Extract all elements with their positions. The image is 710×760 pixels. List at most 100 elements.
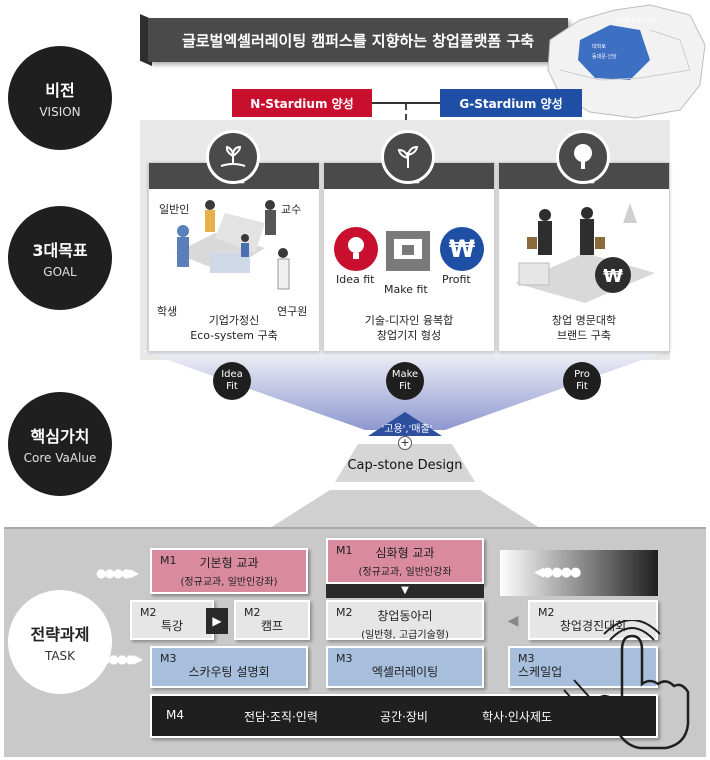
task-m3-scaleup: M3 스케일업 bbox=[508, 646, 658, 688]
task-m1-advanced: M1 심화형 교과 (정규교과, 일반인강좌 bbox=[326, 538, 484, 584]
task-m1-basic-code: M1 bbox=[160, 554, 177, 567]
task-m2-club-sub: (일반형, 고급기술형) bbox=[361, 630, 449, 641]
goal-desc-pium-l2: 브랜드 구축 bbox=[556, 329, 612, 342]
fit-pro-l1: Pro bbox=[574, 369, 590, 380]
task-m1-advanced-sub: (정규교과, 일반인강좌 bbox=[358, 567, 452, 578]
task-m1-basic-title: 기본형 교과 bbox=[199, 556, 259, 570]
task-m1-basic: M1 기본형 교과 (정규교과, 일반인강좌) bbox=[150, 548, 308, 594]
g-stadium-label: G-Stardium 양성 bbox=[459, 96, 563, 111]
goal-column-kium: 키움 ₩ Idea fit Make fit Profit 기술-디자인 융복합… bbox=[323, 162, 495, 352]
task-m2-contest-code: M2 bbox=[538, 606, 555, 619]
task-ko: 전략과제 bbox=[30, 625, 90, 644]
vision-banner: 글로벌엑셀러레이팅 캠퍼스를 지향하는 창업플랫폼 구축 bbox=[148, 18, 568, 62]
gradient-arrow-right: ◀●●●● bbox=[500, 550, 658, 596]
goal-desc-tium-l1: 기업가정신 bbox=[208, 314, 260, 327]
stadium-dashed-line bbox=[405, 104, 407, 130]
plant-icon bbox=[381, 130, 435, 184]
map-label-b: 대학로 bbox=[592, 43, 606, 50]
n-stadium-label: N-Stardium 양성 bbox=[250, 96, 354, 111]
fit-pro-l2: Fit bbox=[576, 381, 588, 392]
task-m2-camp: M2 캠프 bbox=[234, 600, 310, 640]
core-tag: '고용','매출' bbox=[381, 424, 433, 435]
stadium-connector bbox=[372, 102, 440, 104]
goal-desc-pium: 창업 명문대학 브랜드 구축 bbox=[499, 313, 669, 343]
fit-circle-idea: Idea Fit bbox=[213, 362, 251, 400]
task-m4-item-2: 공간·장비 bbox=[380, 710, 428, 724]
won-coin: ₩ bbox=[603, 266, 623, 287]
dots-arrow-left-1: ●●●●▶ bbox=[96, 566, 139, 580]
task-m2-camp-code: M2 bbox=[244, 606, 261, 619]
g-stadium-box: G-Stardium 양성 bbox=[440, 89, 582, 117]
row-label-core: 핵심가치 Core VaAlue bbox=[8, 392, 112, 496]
down-arrow: ▼ bbox=[326, 584, 484, 598]
goal-desc-kium: 기술-디자인 융복합 창업기지 형성 bbox=[324, 313, 494, 343]
fit-idea-l2: Fit bbox=[226, 381, 238, 392]
goal-desc-tium: 기업가정신 Eco-system 구축 bbox=[149, 313, 319, 343]
task-m3-scouting: M3 스카우팅 설명회 bbox=[150, 646, 308, 688]
task-m3-accelerating-title: 엑셀러레이팅 bbox=[371, 664, 439, 679]
task-m4-item-1: 전담·조직·인력 bbox=[244, 710, 318, 724]
people-illustration bbox=[175, 200, 290, 290]
core-en: Core VaAlue bbox=[23, 451, 97, 465]
fit-make-l1: Make bbox=[391, 369, 419, 380]
make-fit-label: Make fit bbox=[384, 283, 428, 296]
task-m1-basic-sub: (정규교과, 일반인강좌) bbox=[180, 577, 278, 588]
person-label-professor: 교수 bbox=[281, 203, 302, 216]
task-m2-lecture-title: 특강 bbox=[160, 618, 184, 633]
task-en: TASK bbox=[44, 649, 76, 663]
person-label-student: 학생 bbox=[157, 305, 178, 318]
n-stadium-box: N-Stardium 양성 bbox=[232, 89, 372, 117]
task-m2-club: M2 창업동아리 (일반형, 고급기술형) bbox=[326, 600, 484, 641]
person-label-general: 일반인 bbox=[159, 203, 190, 216]
task-m2-contest: M2 창업경진대회 bbox=[528, 600, 658, 640]
map-label-c: 동대문·신당 bbox=[592, 53, 617, 60]
task-m3-scaleup-code: M3 bbox=[518, 652, 535, 665]
fit-circle-make: Make Fit bbox=[386, 362, 424, 400]
map-label-a: 마장동·왕십리·성수 bbox=[616, 17, 656, 24]
task-m3-scouting-title: 스카우팅 설명회 bbox=[188, 664, 270, 679]
task-m3-scaleup-title: 스케일업 bbox=[518, 664, 563, 679]
m2-right-arrow: ◀ bbox=[507, 613, 519, 629]
task-m2-lecture-code: M2 bbox=[140, 606, 157, 619]
goal-column-tium: 티움 일반인 교수 학생 연구원 기업가정신 Eco-system 구축 bbox=[148, 162, 320, 352]
capstone-label: Cap-stone Design bbox=[347, 458, 463, 473]
fit-icons: ₩ bbox=[334, 227, 484, 271]
goal-en: GOAL bbox=[43, 265, 77, 279]
task-m3-accelerating-code: M3 bbox=[336, 652, 353, 665]
person-label-researcher: 연구원 bbox=[277, 305, 308, 318]
goal-desc-pium-l1: 창업 명문대학 bbox=[551, 314, 617, 327]
task-m3-scouting-code: M3 bbox=[160, 652, 177, 665]
task-m2-lecture: M2 특강 bbox=[130, 600, 214, 640]
vision-ko: 비전 bbox=[45, 81, 75, 100]
core-plus: + bbox=[398, 436, 412, 450]
goal-desc-kium-l1: 기술-디자인 융복합 bbox=[364, 314, 454, 327]
task-m1-advanced-code: M1 bbox=[336, 544, 353, 557]
row-label-vision: 비전 VISION bbox=[8, 46, 112, 150]
fit-idea-l1: Idea bbox=[221, 369, 243, 380]
dots-arrow-left-2: ●●●●▶ bbox=[100, 652, 143, 666]
won-sign: ₩ bbox=[449, 235, 476, 263]
touch-hand-icon bbox=[563, 620, 690, 750]
row-label-task: 전략과제 TASK bbox=[8, 590, 112, 694]
task-m1-advanced-title: 심화형 교과 bbox=[375, 546, 435, 560]
sprout-hand-icon bbox=[206, 130, 260, 184]
task-m4-bar: M4 전담·조직·인력 공간·장비 학사·인사제도 bbox=[150, 694, 658, 738]
seoul-map: 마장동·왕십리·성수 대학로 동대문·신당 bbox=[547, 4, 706, 119]
task-m4-item-3: 학사·인사제도 bbox=[482, 710, 553, 724]
vision-en: VISION bbox=[39, 105, 81, 119]
row-label-goal: 3대목표 GOAL bbox=[8, 206, 112, 310]
task-m3-accelerating: M3 엑셀러레이팅 bbox=[326, 646, 484, 688]
goal-column-pium: 피움 ₩ 창업 명문대학 브랜드 구축 bbox=[498, 162, 670, 352]
goal-desc-kium-l2: 창업기지 형성 bbox=[376, 329, 442, 342]
core-pyramid bbox=[270, 412, 540, 528]
task-m2-camp-title: 캠프 bbox=[260, 618, 284, 633]
m2-arrow: ▶ bbox=[206, 608, 228, 634]
core-ko: 핵심가치 bbox=[30, 427, 90, 446]
task-m4-code: M4 bbox=[166, 708, 184, 722]
fit-make-l2: Fit bbox=[399, 381, 411, 392]
business-illustration: ₩ bbox=[515, 203, 655, 303]
tree-icon bbox=[556, 130, 610, 184]
goal-desc-tium-l2: Eco-system 구축 bbox=[190, 329, 278, 342]
fit-circle-pro: Pro Fit bbox=[563, 362, 601, 400]
task-m2-club-title: 창업동아리 bbox=[377, 609, 433, 623]
